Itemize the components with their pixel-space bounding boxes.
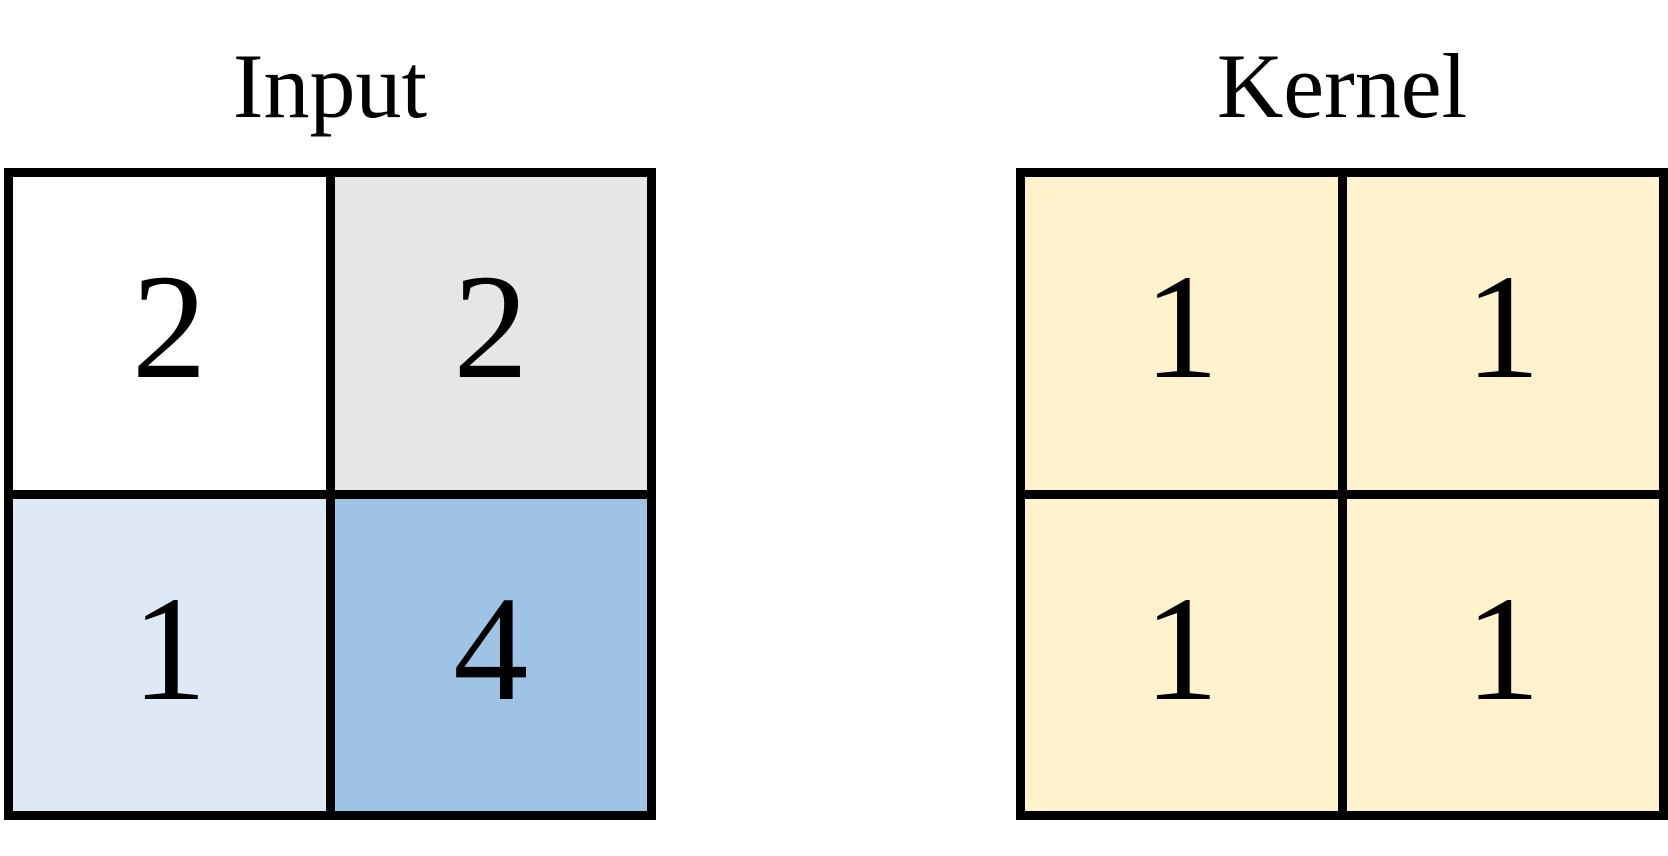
kernel-cell: 1: [1346, 177, 1659, 490]
input-cell: 2: [334, 177, 647, 490]
input-cell: 1: [13, 498, 326, 811]
input-cell: 4: [334, 498, 647, 811]
input-grid: 2 2 1 4: [4, 168, 656, 820]
input-cell: 2: [13, 177, 326, 490]
kernel-cell: 1: [1025, 177, 1338, 490]
kernel-grid: 1 1 1 1: [1016, 168, 1668, 820]
kernel-title: Kernel: [1216, 35, 1468, 137]
kernel-cell: 1: [1025, 498, 1338, 811]
kernel-cell: 1: [1346, 498, 1659, 811]
input-title: Input: [232, 35, 428, 137]
